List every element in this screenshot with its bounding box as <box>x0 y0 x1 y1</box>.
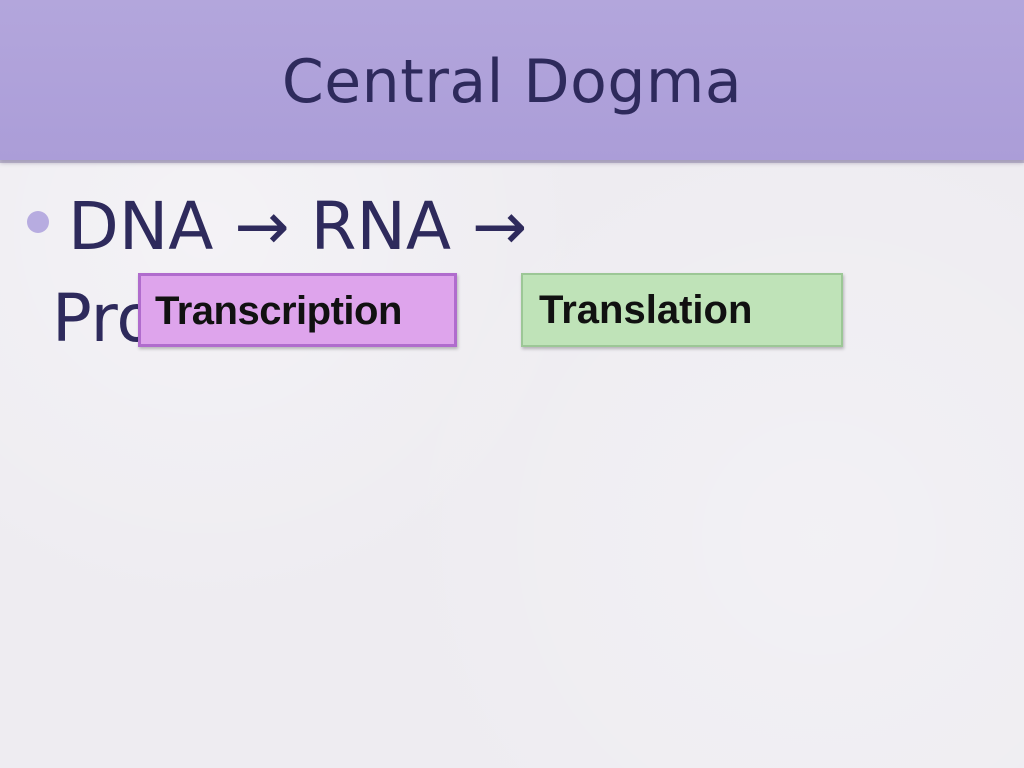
bullet-line-1: DNA → RNA → <box>68 188 528 265</box>
title-band: Central Dogma <box>0 0 1024 163</box>
transcription-label: Transcription <box>138 273 457 347</box>
slide-title: Central Dogma <box>281 47 743 117</box>
bullet-dot-icon <box>27 211 49 233</box>
translation-label: Translation <box>521 273 843 347</box>
